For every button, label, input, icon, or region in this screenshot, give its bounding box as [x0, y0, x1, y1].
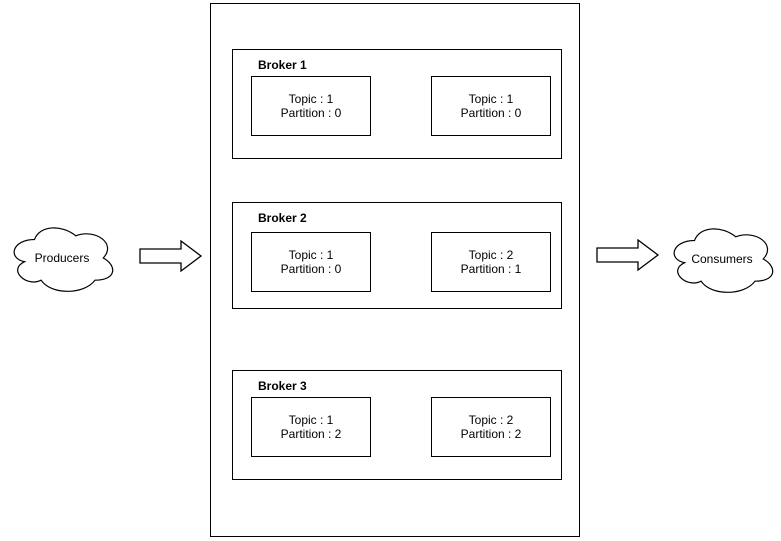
partition-label: Partition : 0	[280, 106, 342, 120]
broker-3-label: Broker 3	[258, 379, 307, 393]
broker-2-box: Broker 2 Topic : 1 Partition : 0 Topic :…	[232, 202, 562, 309]
topic-partition-box: Topic : 2 Partition : 1	[431, 232, 551, 292]
topic-partition-box: Topic : 2 Partition : 2	[431, 397, 551, 457]
producers-cloud: Producers	[7, 221, 117, 295]
topic-partition-box: Topic : 1 Partition : 0	[251, 76, 371, 136]
broker-1-label: Broker 1	[258, 58, 307, 72]
broker-3-box: Broker 3 Topic : 1 Partition : 2 Topic :…	[232, 370, 562, 480]
topic-label: Topic : 2	[468, 248, 514, 262]
cloud-icon	[13, 227, 114, 292]
partition-label: Partition : 2	[280, 427, 342, 441]
partition-label: Partition : 1	[460, 262, 522, 276]
consumers-label: Consumers	[691, 252, 753, 266]
producers-to-cluster-arrow-icon	[139, 240, 203, 272]
partition-label: Partition : 0	[460, 106, 522, 120]
topic-label: Topic : 1	[288, 248, 334, 262]
broker-2-label: Broker 2	[258, 211, 307, 225]
topic-label: Topic : 1	[288, 413, 334, 427]
topic-partition-box: Topic : 1 Partition : 0	[431, 76, 551, 136]
topic-partition-box: Topic : 1 Partition : 0	[251, 232, 371, 292]
partition-label: Partition : 0	[280, 262, 342, 276]
cluster-to-consumers-arrow-icon	[596, 239, 660, 271]
topic-label: Topic : 2	[468, 413, 514, 427]
producers-label: Producers	[34, 251, 90, 265]
topic-label: Topic : 1	[468, 92, 514, 106]
topic-partition-box: Topic : 1 Partition : 2	[251, 397, 371, 457]
broker-1-box: Broker 1 Topic : 1 Partition : 0 Topic :…	[232, 49, 562, 159]
consumers-cloud: Consumers	[667, 222, 777, 296]
partition-label: Partition : 2	[460, 427, 522, 441]
topic-label: Topic : 1	[288, 92, 334, 106]
cloud-icon	[673, 228, 774, 293]
